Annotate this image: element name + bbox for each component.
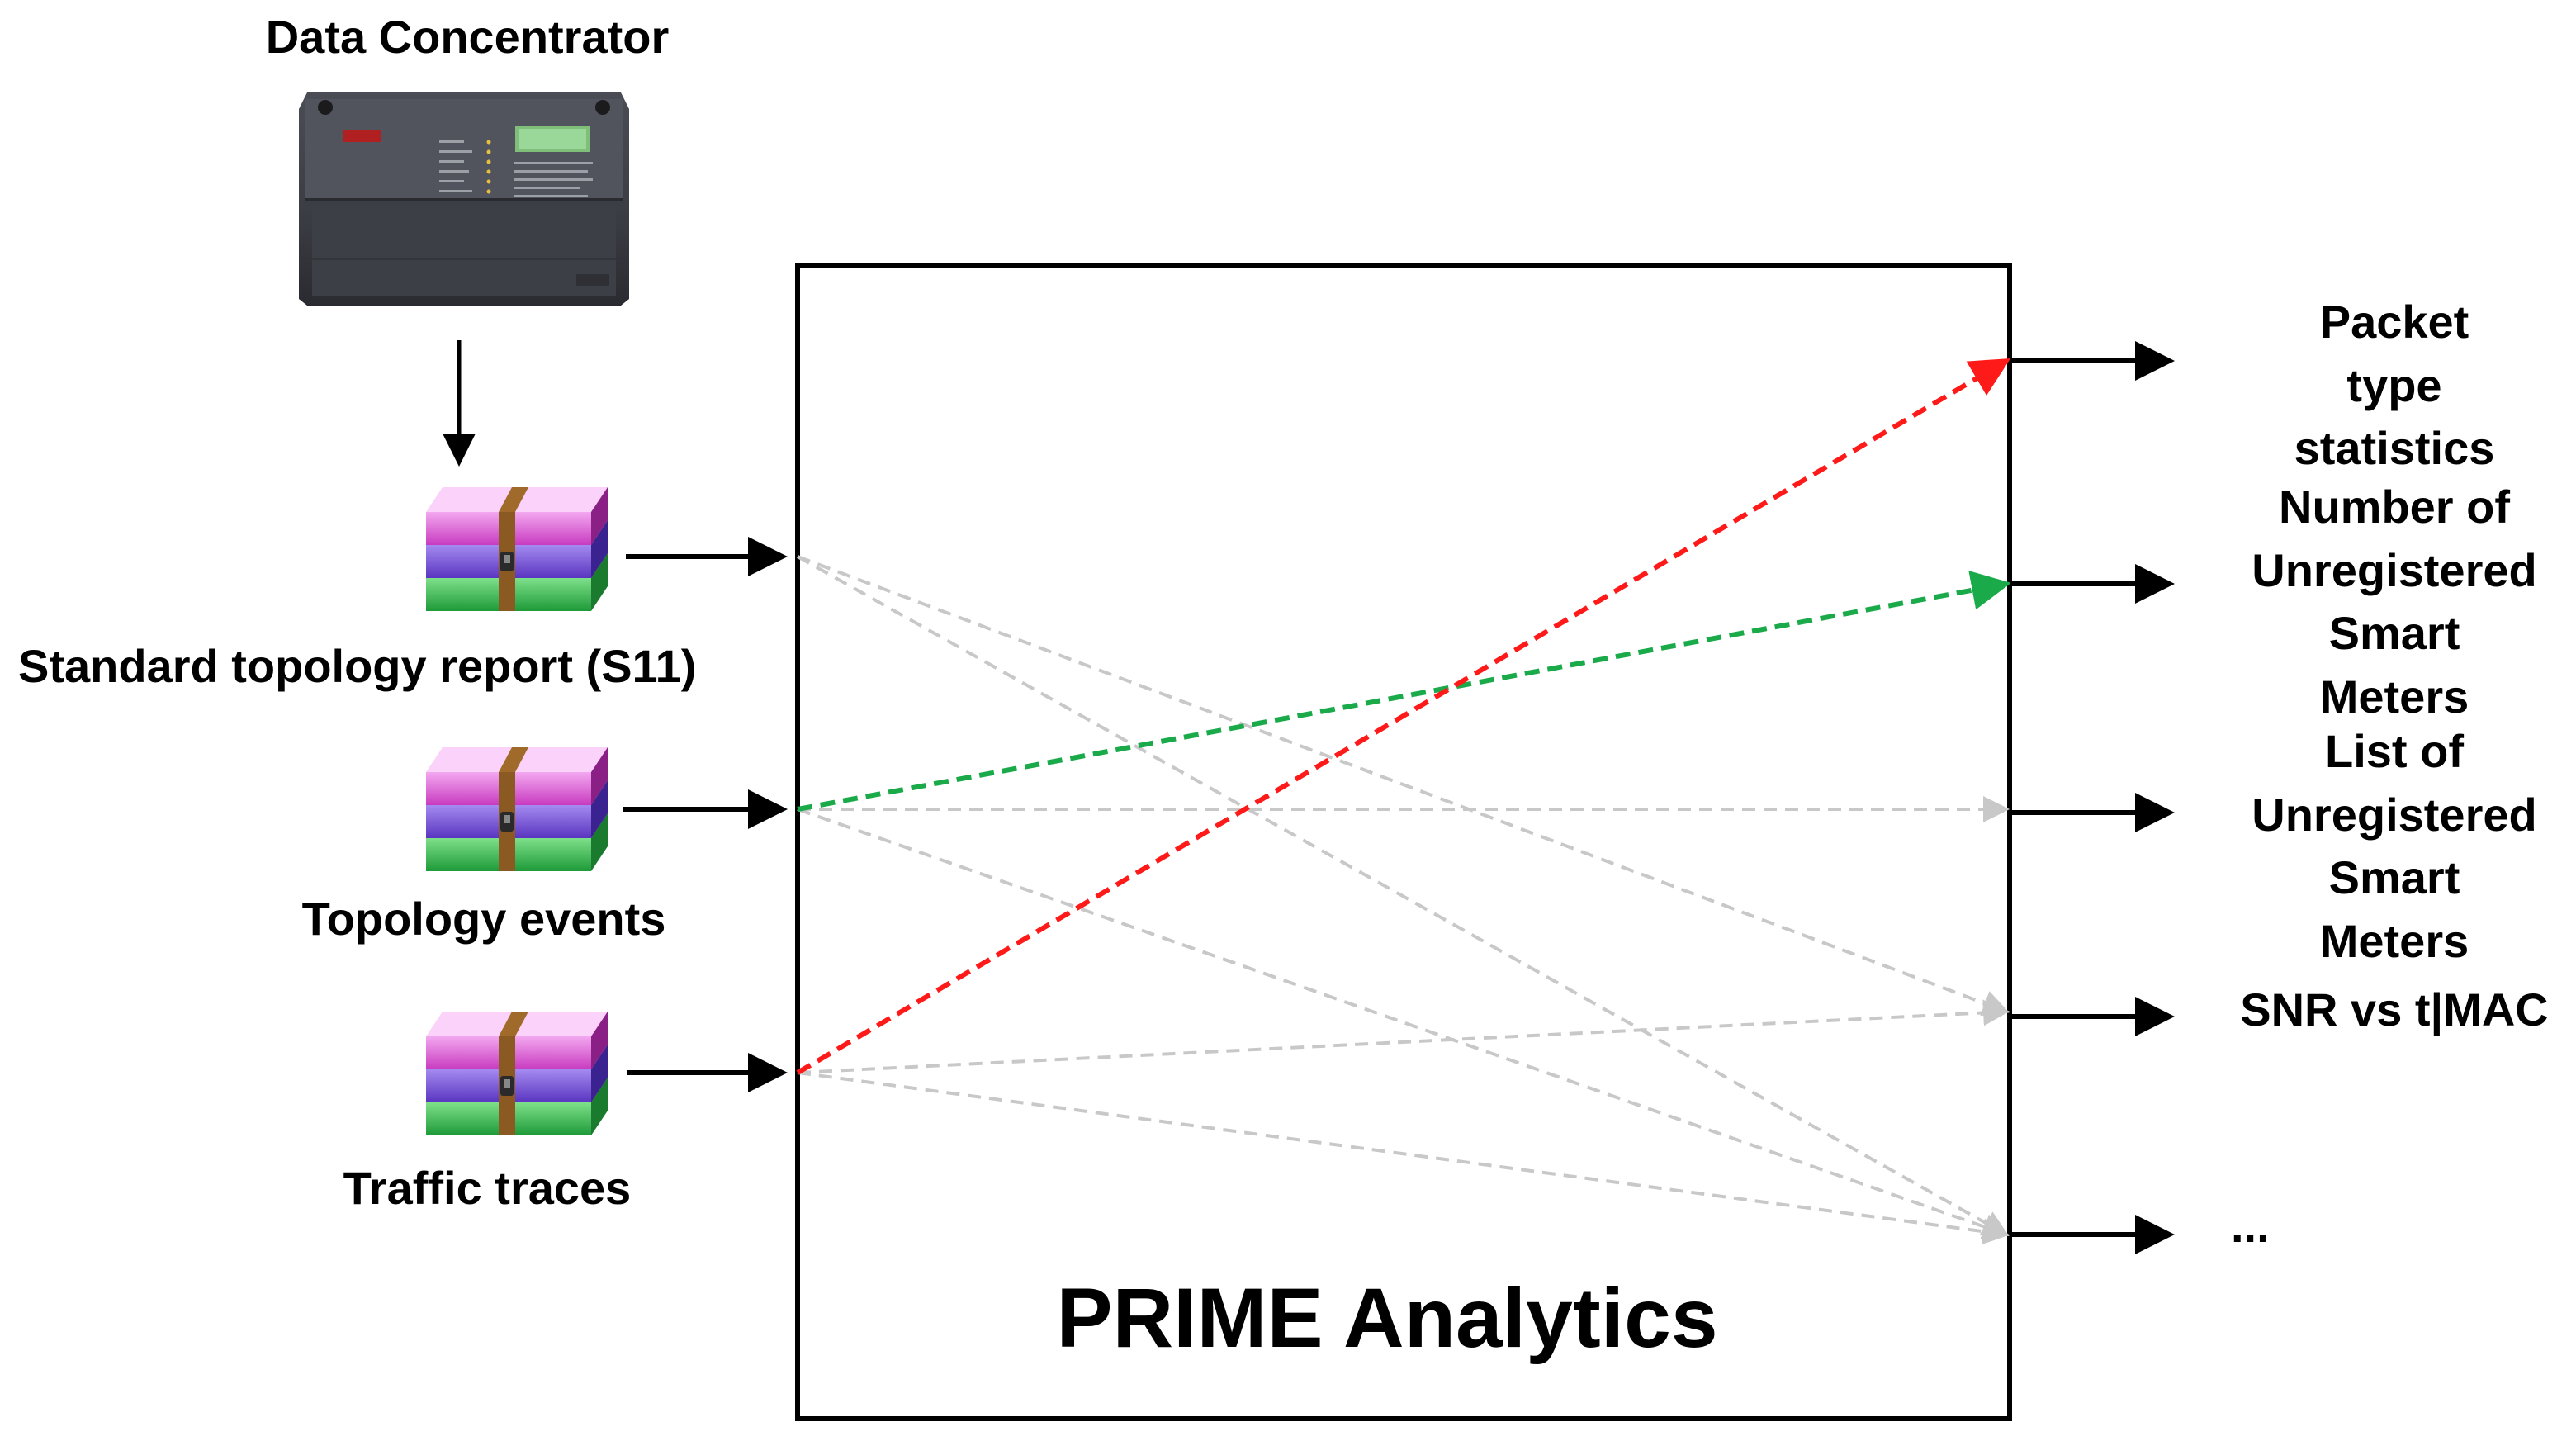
output-line: List of	[2325, 725, 2464, 777]
output-label-more: ...	[2231, 1200, 2270, 1252]
output-label-snr: SNR vs t|MAC	[2240, 983, 2549, 1036]
mapping-line-green	[797, 571, 2011, 812]
data-concentrator-title: Data Concentrator	[265, 11, 670, 63]
output-line: statistics	[2294, 422, 2495, 475]
output-line: Smart Meters	[2319, 607, 2469, 723]
output-line: Number of	[2279, 481, 2510, 533]
data-concentrator-device-icon	[299, 92, 629, 306]
archive-stack-icon-events	[426, 747, 608, 871]
output-line: Packet type	[2319, 296, 2469, 411]
input-label-events: Topology events	[301, 893, 666, 945]
output-line: Unregistered	[2252, 788, 2537, 841]
mapping-line-red	[796, 358, 2011, 1075]
input-label-s11: Standard topology report (S11)	[18, 640, 697, 692]
processor-title: PRIME Analytics	[1056, 1271, 1718, 1365]
output-label-list-unregistered: List of Unregistered Smart Meters	[2252, 720, 2536, 974]
mapping-lines-gray	[797, 555, 2010, 1245]
output-line: Smart Meters	[2319, 851, 2469, 968]
input-label-traffic: Traffic traces	[343, 1162, 632, 1214]
output-arrows	[2010, 341, 2175, 1254]
output-label-packet-type: Packet type statistics	[2294, 291, 2495, 481]
archive-stack-icon-s11	[426, 487, 608, 611]
output-label-number-unregistered: Number of Unregistered Smart Meters	[2252, 476, 2536, 729]
prime-analytics-box	[795, 263, 2012, 1421]
archive-stack-icon-traffic	[426, 1012, 608, 1135]
output-line: Unregistered	[2252, 543, 2537, 596]
